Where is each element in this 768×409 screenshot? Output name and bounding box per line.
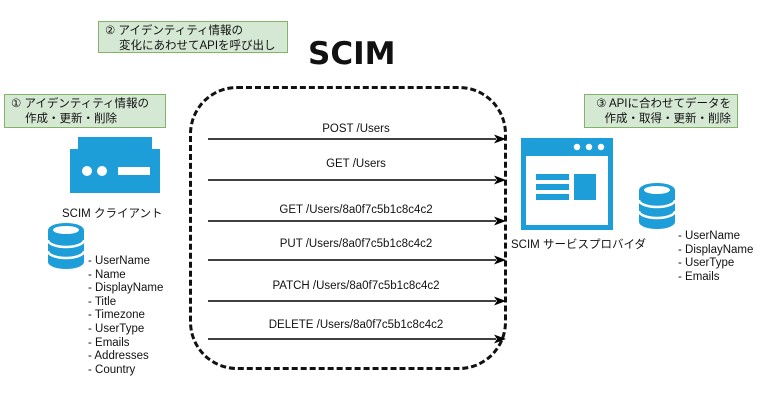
request-label-post-users: POST /Users — [322, 123, 390, 135]
request-arrow — [208, 175, 506, 185]
note-change-line-2: 変化にあわせてAPIを呼び出し — [119, 40, 276, 52]
provider-attribute-list: - UserName - DisplayName - UserType - Em… — [678, 230, 753, 284]
client-attribute: - Country — [88, 363, 136, 376]
provider-attribute: - Emails — [678, 270, 720, 283]
request-label-get-user: GET /Users/8a0f7c5b1c8c4c2 — [279, 204, 433, 216]
provider-database-icon — [637, 183, 677, 229]
server-device-icon — [70, 137, 160, 193]
client-attribute: - Title — [88, 295, 117, 308]
request-arrow — [208, 216, 506, 226]
client-attribute: - Emails — [88, 336, 130, 349]
client-attribute: - DisplayName — [88, 282, 164, 295]
client-attribute: - UserName — [88, 255, 150, 267]
note-change-line-1: ② アイデンティティ情報の — [105, 25, 244, 37]
request-arrow — [208, 134, 506, 144]
note-provider-line-1: ③ APIに合わせてデータを — [596, 98, 731, 110]
note-provider-actions: ③ APIに合わせてデータを 作成・取得・更新・削除 — [584, 94, 738, 128]
request-label-put-user: PUT /Users/8a0f7c5b1c8c4c2 — [279, 238, 433, 250]
request-arrow — [208, 255, 506, 265]
note-client-actions: ① アイデンティティ情報の 作成・更新・削除 — [4, 94, 166, 128]
note-api-call: ② アイデンティティ情報の 変化にあわせてAPIを呼び出し — [98, 21, 288, 53]
note-client-line-1: ① アイデンティティ情報の — [11, 98, 150, 110]
web-browser-icon — [521, 138, 613, 230]
client-database-icon — [46, 223, 86, 269]
note-provider-line-2: 作成・取得・更新・削除 — [604, 113, 732, 125]
provider-attribute: - UserName — [678, 230, 740, 242]
client-attribute-list: - UserName - Name - DisplayName - Title … — [88, 255, 163, 377]
client-attribute: - UserType — [88, 322, 145, 335]
note-client-line-2: 作成・更新・削除 — [25, 113, 117, 125]
client-attribute: - Name — [88, 268, 126, 281]
request-label-delete-user: DELETE /Users/8a0f7c5b1c8c4c2 — [268, 319, 444, 331]
request-arrow — [208, 296, 506, 306]
request-label-patch-user: PATCH /Users/8a0f7c5b1c8c4c2 — [272, 280, 440, 292]
request-label-get-users: GET /Users — [326, 158, 386, 170]
request-arrow — [208, 334, 506, 344]
client-attribute: - Timezone — [88, 309, 145, 322]
provider-attribute: - DisplayName — [678, 243, 754, 256]
scim-logo: SCIM — [308, 36, 396, 72]
client-label: SCIM クライアント — [62, 208, 163, 220]
client-attribute: - Addresses — [88, 350, 149, 363]
api-boundary — [189, 86, 507, 370]
provider-attribute: - UserType — [678, 257, 735, 270]
provider-label: SCIM サービスプロバイダ — [511, 239, 646, 251]
